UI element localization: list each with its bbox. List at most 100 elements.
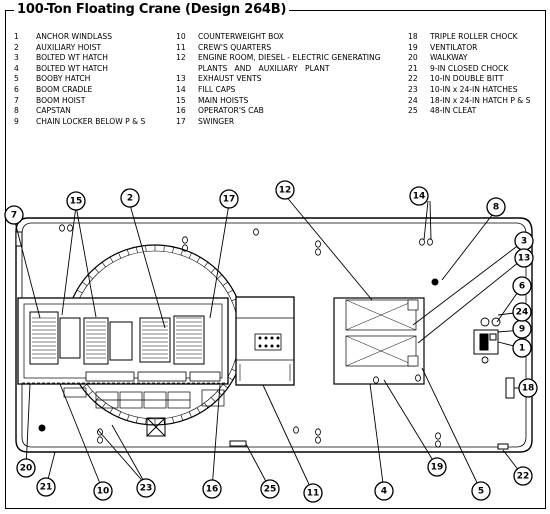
hatch-square — [146, 417, 166, 437]
callout-label: 20 — [20, 464, 33, 474]
callout-23: 23 — [136, 478, 156, 498]
callout-label: 2 — [127, 194, 133, 204]
legend-item: 1 ANCHOR WINDLASS — [14, 32, 164, 43]
callout-4: 4 — [374, 481, 394, 501]
legend-number: 9 — [14, 116, 19, 126]
legend-number: 5 — [14, 74, 19, 84]
legend-number: 2 — [14, 42, 19, 52]
legend-number: 8 — [14, 106, 19, 116]
legend-label: CHAIN LOCKER BELOW P & S — [36, 116, 146, 126]
callout-19: 19 — [427, 457, 447, 477]
callout-14: 14 — [409, 186, 429, 206]
legend-label: WALKWAY — [430, 53, 468, 63]
callout-6: 6 — [512, 276, 532, 296]
legend-label: EXHAUST VENTS — [198, 74, 262, 84]
legend-item: 12 ENGINE ROOM, DIESEL - ELECTRIC GENERAT… — [176, 53, 406, 64]
legend-label: ANCHOR WINDLASS — [36, 32, 113, 41]
legend-number: 13 — [176, 74, 186, 84]
legend-item: 19 VENTILATOR — [408, 43, 548, 54]
legend-item: 14 FILL CAPS — [176, 85, 406, 96]
legend-number: 1 — [14, 32, 19, 41]
callout-label: 1 — [519, 344, 525, 354]
callout-22: 22 — [513, 466, 533, 486]
callout-9: 9 — [512, 319, 532, 339]
walkway-edge — [21, 222, 527, 448]
callout-label: 19 — [431, 463, 444, 473]
legend-label: CREW'S QUARTERS — [198, 42, 272, 52]
callout-20: 20 — [16, 458, 36, 478]
callout-label: 8 — [493, 203, 499, 213]
legend-item: 21 9-IN CLOSED CHOCK — [408, 64, 548, 75]
legend-item: 10 COUNTERWEIGHT BOX — [176, 32, 406, 43]
callout-label: 13 — [518, 254, 531, 264]
callout-25: 25 — [260, 479, 280, 499]
legend-number: 18 — [408, 32, 418, 41]
legend-number: 24 — [408, 95, 418, 105]
callout-label: 10 — [97, 487, 110, 497]
legend-label: ENGINE ROOM, DIESEL - ELECTRIC GENERATIN… — [198, 53, 381, 63]
legend-number: 14 — [176, 84, 186, 94]
figure-title: 100-Ton Floating Crane (Design 264B) — [14, 2, 290, 17]
legend-number: 25 — [408, 106, 418, 116]
legend-label: BOLTED WT HATCH — [36, 53, 109, 63]
legend-label: BOLTED WT HATCH — [36, 63, 109, 73]
legend-number: 10 — [176, 32, 186, 41]
legend-label: TRIPLE ROLLER CHOCK — [430, 32, 518, 41]
callout-11: 11 — [303, 483, 323, 503]
callout-18: 18 — [518, 378, 538, 398]
legend-label: AUXILIARY HOIST — [36, 42, 102, 52]
legend-number: 19 — [408, 42, 418, 52]
legend-label: 10-IN x 24-IN HATCHES — [430, 84, 518, 94]
legend-item: 24 18-IN x 24-IN HATCH P & S — [408, 96, 548, 107]
legend-label: BOOBY HATCH — [36, 74, 91, 84]
legend-number: 16 — [176, 106, 186, 116]
legend-number: 23 — [408, 84, 418, 94]
callout-10: 10 — [93, 481, 113, 501]
legend-number: 7 — [14, 95, 19, 105]
callout-label: 18 — [522, 384, 535, 394]
triple-roller-chock — [505, 377, 515, 399]
legend-label: 48-IN CLEAT — [430, 106, 477, 116]
legend-item: 5 BOOBY HATCH — [14, 74, 164, 85]
callout-label: 25 — [264, 485, 277, 495]
legend-item: 2 AUXILIARY HOIST — [14, 43, 164, 54]
callout-label: 6 — [519, 282, 525, 292]
callout-label: 3 — [521, 237, 527, 247]
callout-5: 5 — [471, 481, 491, 501]
callout-label: 9 — [519, 325, 525, 335]
legend-number: 21 — [408, 63, 418, 73]
legend-label: VENTILATOR — [430, 42, 478, 52]
callout-label: 4 — [381, 487, 387, 497]
legend-item: 20 WALKWAY — [408, 53, 548, 64]
legend-label: 18-IN x 24-IN HATCH P & S — [430, 95, 531, 105]
callout-21: 21 — [36, 477, 56, 497]
legend-label: COUNTERWEIGHT BOX — [198, 32, 284, 41]
callout-13: 13 — [514, 248, 534, 268]
legend-item: 4 BOLTED WT HATCH — [14, 64, 164, 75]
legend-number: 4 — [14, 63, 19, 73]
legend-number: 12 — [176, 53, 186, 63]
callout-17: 17 — [219, 189, 239, 209]
legend-number: 15 — [176, 95, 186, 105]
legend-label: 9-IN CLOSED CHOCK — [430, 63, 509, 73]
callout-16: 16 — [202, 479, 222, 499]
callout-label: 16 — [206, 485, 219, 495]
legend-item: PLANTS AND AUXILIARY PLANT — [176, 64, 406, 75]
legend-label: MAIN HOISTS — [198, 95, 249, 105]
callout-label: 7 — [11, 211, 17, 221]
callout-24: 24 — [512, 302, 532, 322]
legend-number: 20 — [408, 53, 418, 63]
legend-label: FILL CAPS — [198, 84, 236, 94]
callout-label: 11 — [307, 489, 320, 499]
callout-7: 7 — [4, 205, 24, 225]
callout-3: 3 — [514, 231, 534, 251]
callout-12: 12 — [275, 180, 295, 200]
